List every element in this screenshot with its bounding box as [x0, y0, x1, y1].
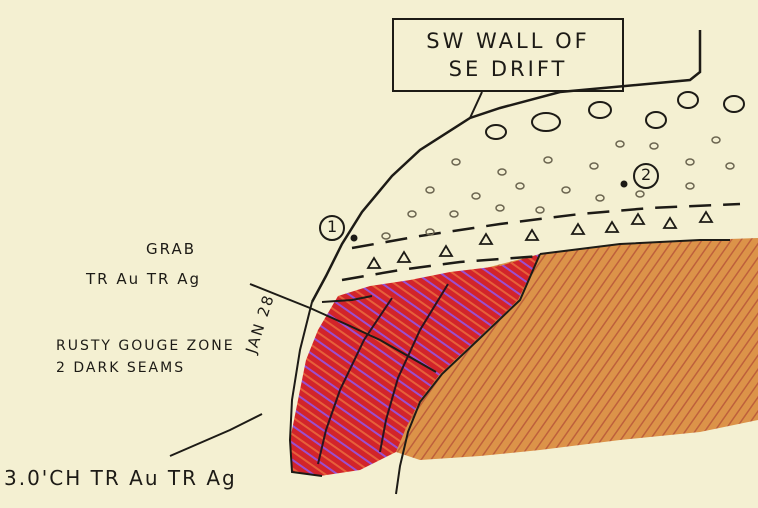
- title-line-2: SE DRIFT: [449, 55, 568, 83]
- chip-sample-label: 3.0'CH TR Au TR Ag: [4, 466, 237, 490]
- sample-point-1-label: 1: [327, 217, 337, 236]
- boulders: [486, 92, 744, 139]
- pebbles: [382, 137, 734, 239]
- sample-point-1-dot: [351, 235, 358, 242]
- gouge-label-line-2: 2 DARK SEAMS: [56, 360, 185, 376]
- gouge-label-line-1: RUSTY GOUGE ZONE: [56, 338, 235, 354]
- sample-point-2-label: 2: [641, 165, 651, 184]
- chip-leader: [170, 414, 262, 456]
- title-line-1: SW WALL OF: [426, 27, 589, 55]
- sample-point-2-dot: [621, 181, 628, 188]
- grab-label-line-2: TR Au TR Ag: [86, 270, 201, 288]
- grab-label-line-1: GRAB: [146, 240, 196, 258]
- title-box: SW WALL OF SE DRIFT: [392, 18, 624, 92]
